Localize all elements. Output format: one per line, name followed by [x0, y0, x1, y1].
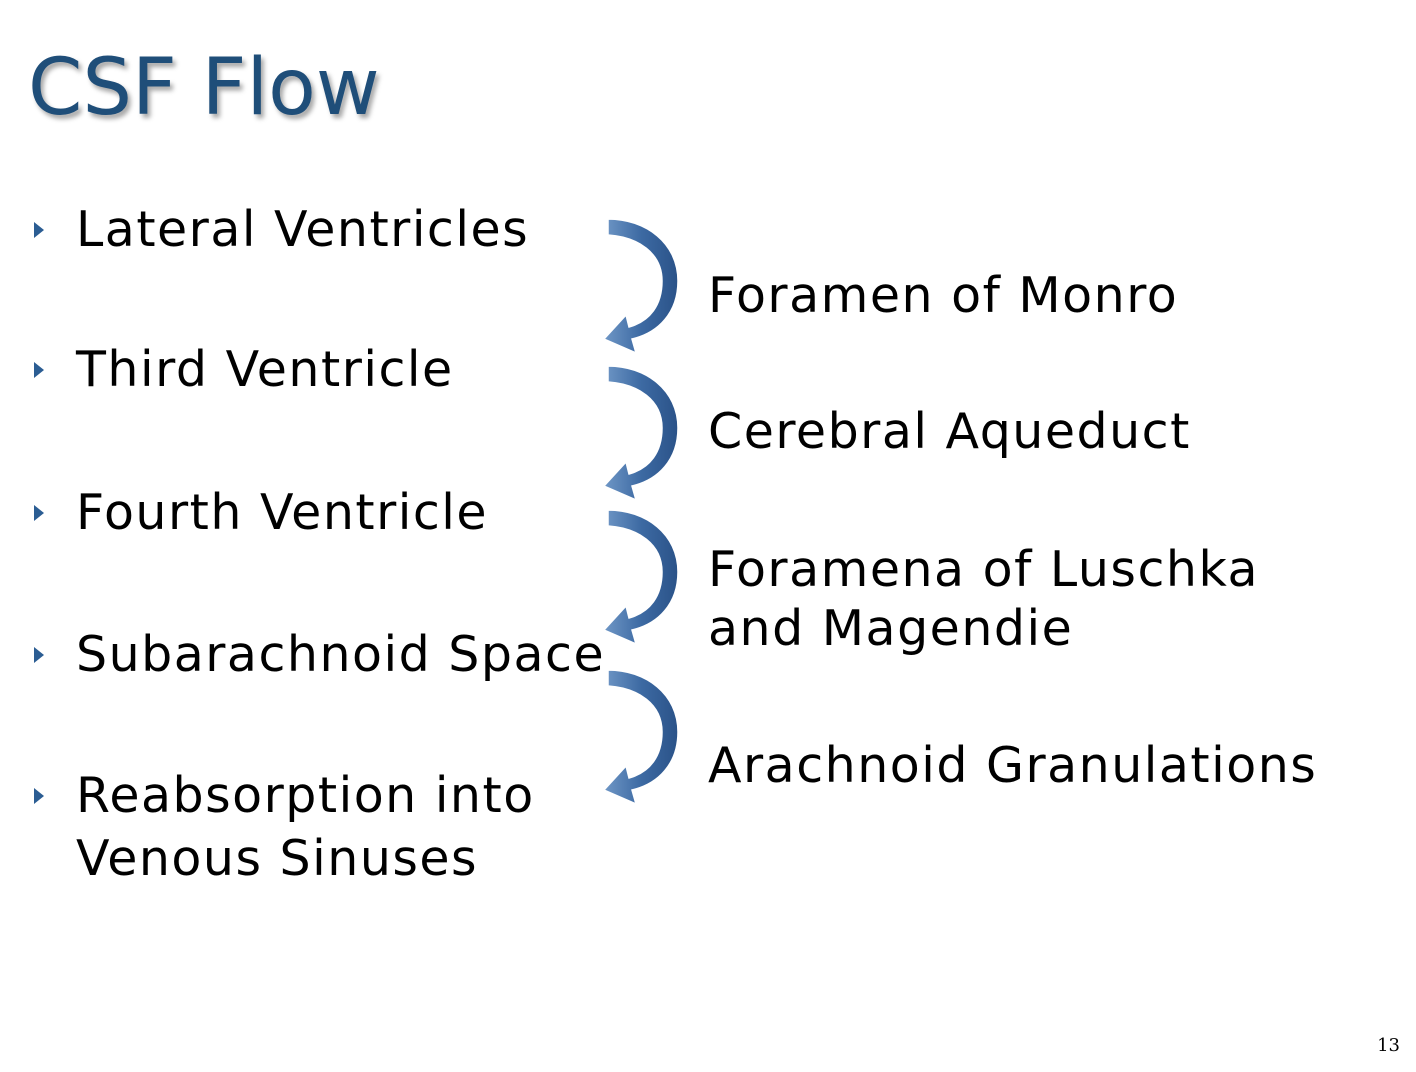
stage-third-ventricle: Third Ventricle	[34, 338, 594, 401]
triangle-bullet-icon	[34, 788, 44, 804]
stage-label: Third Ventricle	[76, 341, 454, 398]
slide-title: CSF Flow	[28, 43, 380, 133]
transition-luschka-magendie-line2: and Magendie	[708, 600, 1074, 657]
triangle-bullet-icon	[34, 505, 44, 521]
stage-label: Fourth Ventricle	[76, 484, 489, 541]
transition-cerebral-aqueduct: Cerebral Aqueduct	[708, 403, 1191, 460]
stage-label: Subarachnoid Space	[76, 626, 606, 683]
transition-arachnoid-granulations: Arachnoid Granulations	[708, 737, 1318, 794]
triangle-bullet-icon	[34, 647, 44, 663]
stage-reabsorption: Reabsorption into Venous Sinuses	[34, 764, 594, 890]
stage-label-line1: Reabsorption into	[76, 767, 535, 824]
stage-lateral-ventricles: Lateral Ventricles	[34, 198, 594, 261]
stage-label-line2: Venous Sinuses	[76, 830, 479, 887]
page-number: 13	[1377, 1035, 1400, 1056]
curved-arrow-icon	[596, 215, 688, 365]
transition-luschka-magendie-line1: Foramena of Luschka	[708, 541, 1259, 598]
curved-arrow-icon	[596, 506, 688, 656]
curved-arrow-icon	[596, 362, 688, 512]
stage-fourth-ventricle: Fourth Ventricle	[34, 481, 594, 544]
triangle-bullet-icon	[34, 362, 44, 378]
stage-subarachnoid-space: Subarachnoid Space	[34, 623, 604, 686]
transition-foramen-of-monro: Foramen of Monro	[708, 267, 1179, 324]
stage-label: Lateral Ventricles	[76, 201, 530, 258]
triangle-bullet-icon	[34, 222, 44, 238]
curved-arrow-icon	[596, 666, 688, 816]
